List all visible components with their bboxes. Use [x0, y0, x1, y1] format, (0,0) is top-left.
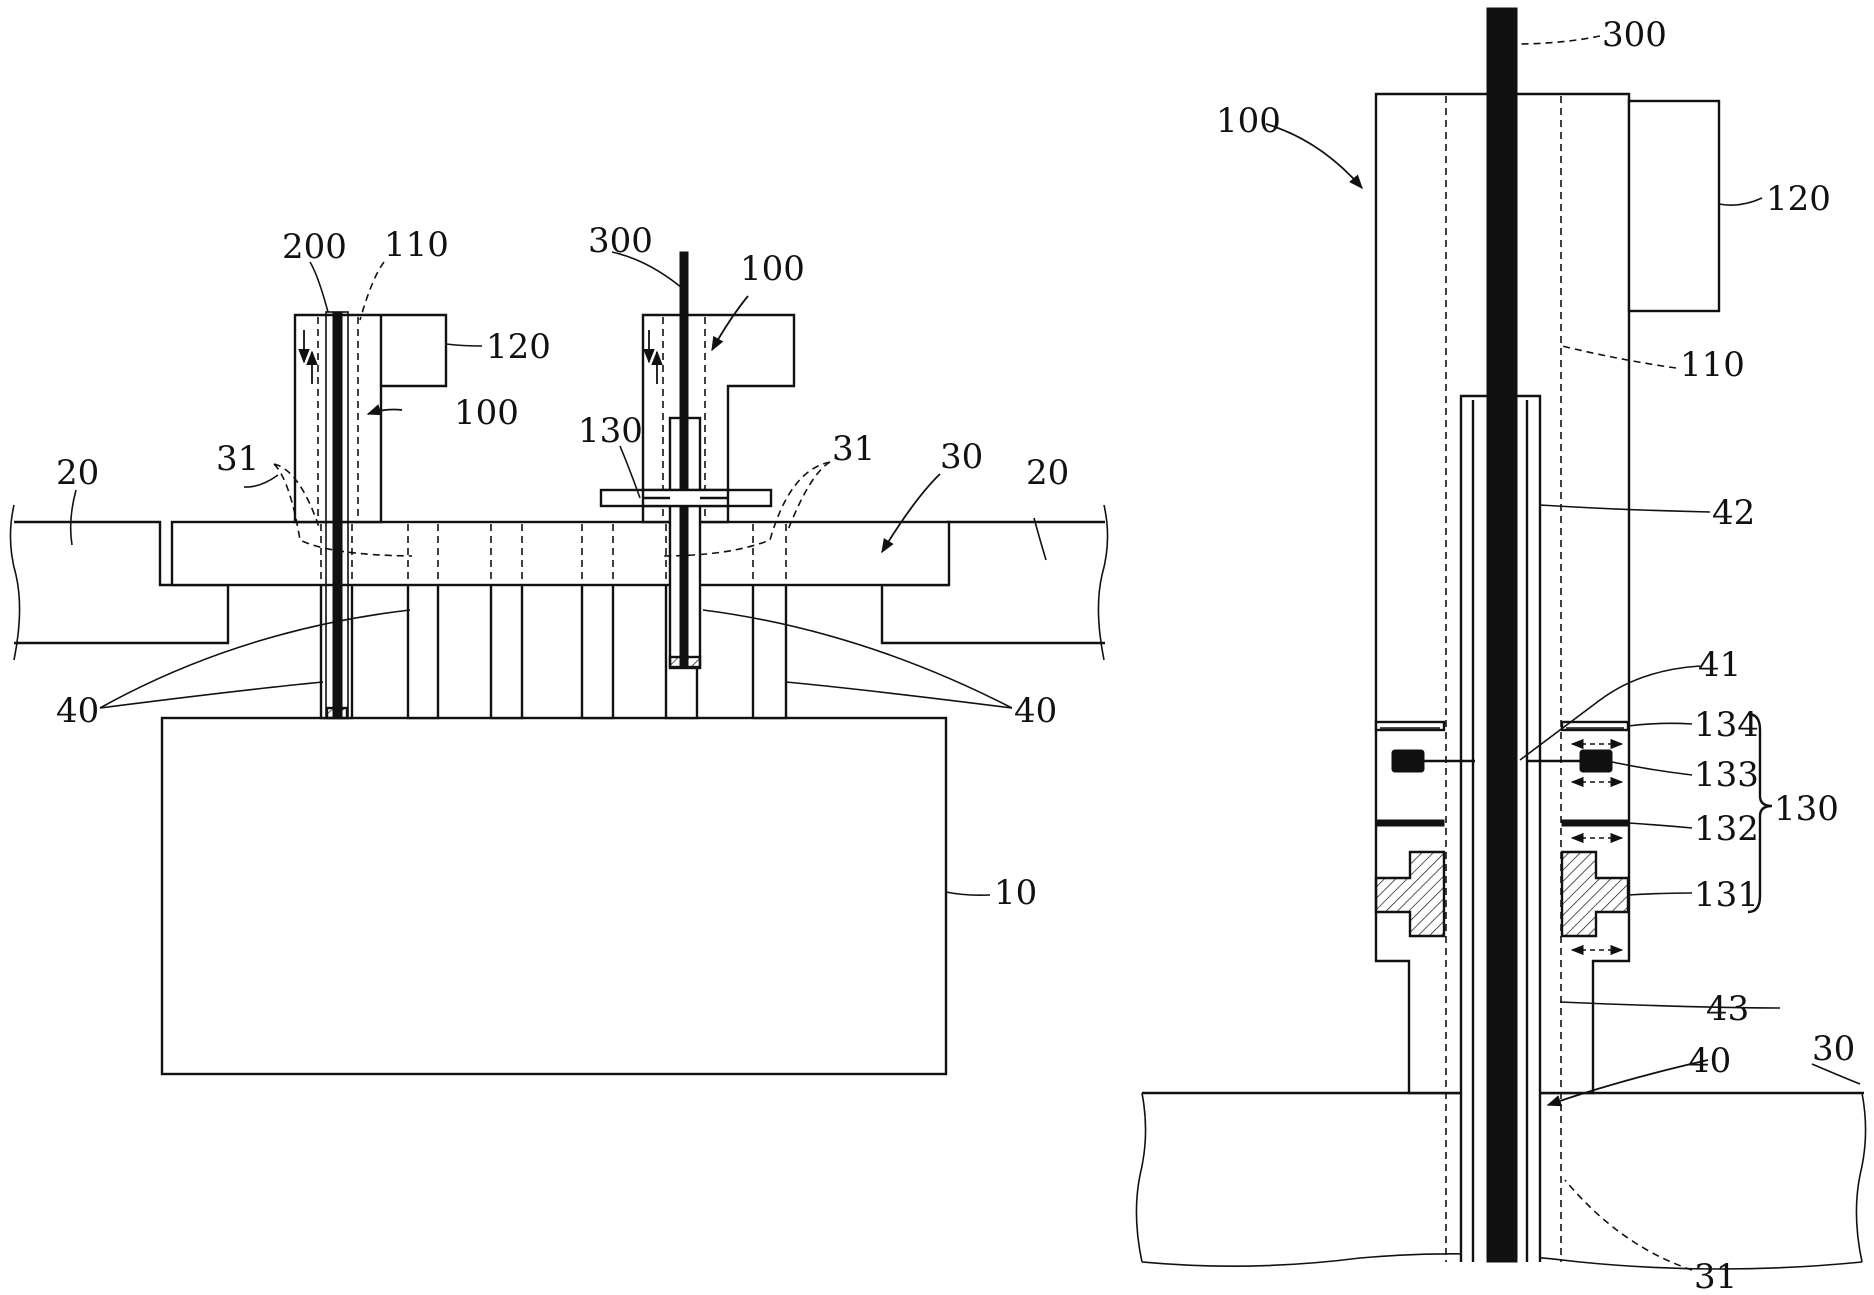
- label-20-left-b: 20: [1026, 453, 1069, 493]
- label-134: 134: [1694, 705, 1759, 745]
- label-130-right: 130: [1774, 789, 1839, 829]
- label-31-left-a: 31: [216, 439, 259, 479]
- detail-body-100: [1376, 94, 1719, 1262]
- label-40-right: 40: [1688, 1041, 1731, 1081]
- label-30-right: 30: [1812, 1029, 1855, 1069]
- base-block: [162, 718, 946, 1074]
- label-100-left-b: 100: [740, 249, 805, 289]
- label-40-left-a: 40: [56, 691, 99, 731]
- label-10: 10: [994, 873, 1037, 913]
- label-200: 200: [282, 227, 347, 267]
- label-120-left: 120: [486, 327, 551, 367]
- guide-columns: [321, 580, 786, 718]
- label-100-right: 100: [1216, 101, 1281, 141]
- label-110-right: 110: [1680, 345, 1745, 385]
- label-41: 41: [1698, 645, 1741, 685]
- label-133: 133: [1694, 755, 1759, 795]
- label-20-left-a: 20: [56, 453, 99, 493]
- support-plate: [172, 522, 949, 585]
- needle-300: [1487, 8, 1517, 1262]
- label-120-right: 120: [1766, 179, 1831, 219]
- right-detail-view: 300 100 120 110 42 41 134 133 132 130 13…: [1136, 8, 1865, 1295]
- label-42: 42: [1712, 493, 1755, 533]
- label-31-left-b: 31: [832, 429, 875, 469]
- label-300-left: 300: [588, 221, 653, 261]
- label-132: 132: [1694, 809, 1759, 849]
- label-40-left-b: 40: [1014, 691, 1057, 731]
- label-130-left: 130: [578, 411, 643, 451]
- label-43: 43: [1706, 989, 1749, 1029]
- label-131: 131: [1694, 875, 1759, 915]
- label-30-left: 30: [940, 437, 983, 477]
- label-100-left-a: 100: [454, 393, 519, 433]
- left-assembly-view: 200 110 120 100 300 100 130 31 31 30 20 …: [10, 221, 1107, 1074]
- label-31-right: 31: [1694, 1257, 1737, 1295]
- label-110-left: 110: [384, 225, 449, 265]
- label-300-right: 300: [1602, 15, 1667, 55]
